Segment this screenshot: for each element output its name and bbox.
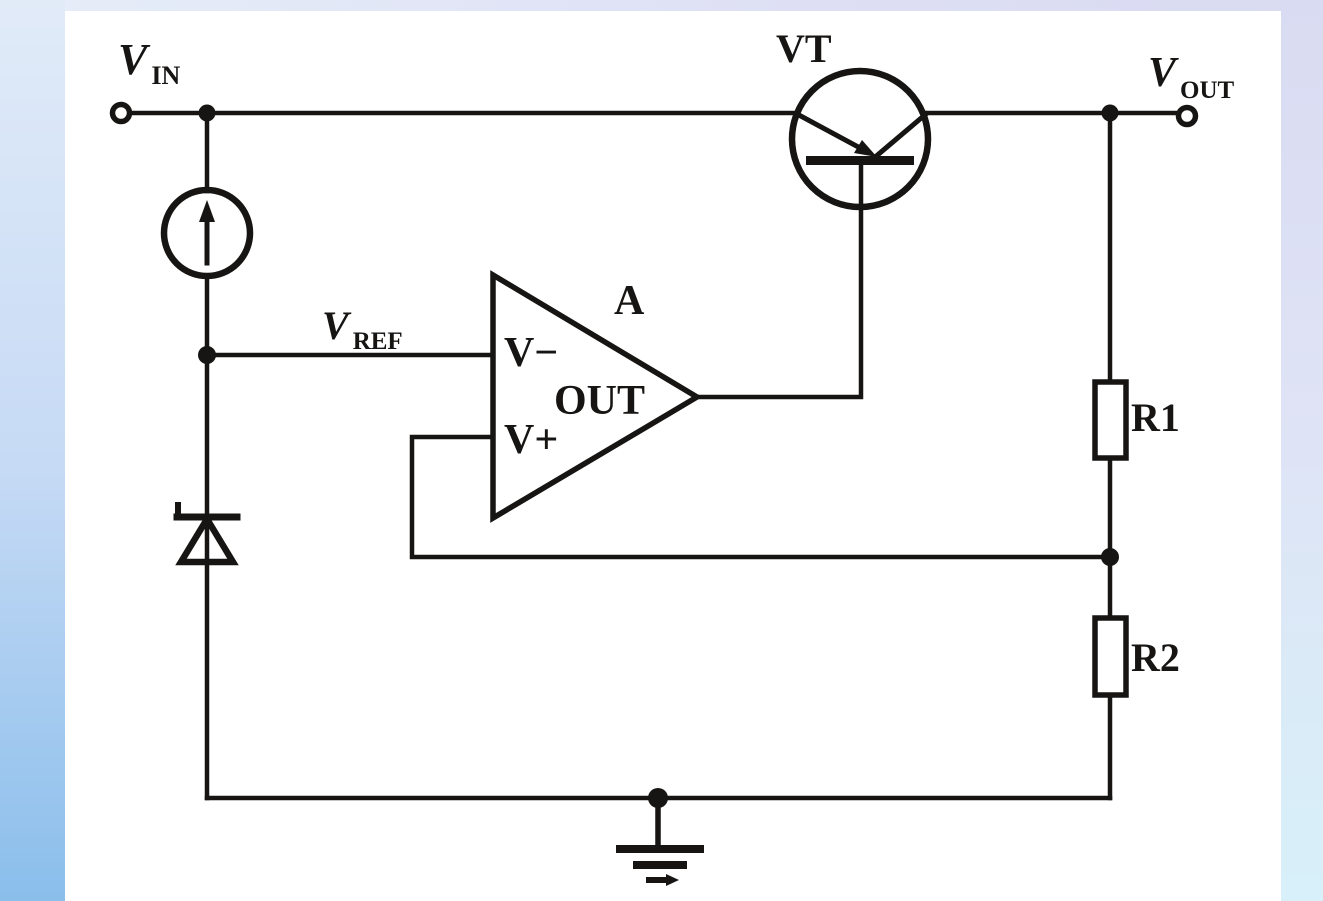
resistor-r1-body	[1092, 379, 1129, 461]
diagram-panel	[65, 11, 1281, 901]
label-opamp-inverting: V−	[504, 330, 558, 376]
current-source	[160, 186, 254, 280]
label-vin: V IN	[118, 35, 180, 90]
label-r2: R2	[1131, 635, 1180, 680]
label-opamp-noninverting: V+	[504, 417, 558, 463]
junction-feedback	[1101, 548, 1119, 566]
junction-ground	[648, 788, 668, 808]
emitter-arrow-icon	[854, 140, 877, 157]
circuit-lines	[109, 67, 1199, 886]
pass-transistor-icon	[788, 67, 932, 211]
current-source-arrow-icon	[199, 200, 215, 222]
wire-opamp-to-base	[694, 161, 864, 400]
wire-feedback	[409, 434, 1113, 560]
label-vt: VT	[776, 26, 832, 71]
background-gradient-left	[0, 0, 65, 901]
junction-vout	[1101, 104, 1119, 122]
background-gradient-right	[1281, 0, 1323, 901]
label-opamp-name: A	[614, 278, 645, 324]
input-terminal	[109, 101, 133, 125]
circuit-labels: V IN VT V OUT V REF A V− OUT V+ R1	[118, 26, 1235, 680]
junction-dots	[198, 104, 1119, 808]
output-terminal	[1175, 104, 1199, 128]
label-r1: R1	[1131, 395, 1180, 440]
label-vref: V REF	[322, 303, 403, 355]
zener-diode-icon	[173, 502, 241, 566]
label-vout: V OUT	[1148, 50, 1235, 104]
junction-vref	[198, 346, 216, 364]
junction-vin	[198, 104, 216, 122]
label-opamp-output: OUT	[554, 378, 645, 424]
resistor-r2-body	[1092, 615, 1129, 698]
transistor-base-bar	[806, 156, 914, 165]
opamp-triangle	[490, 270, 703, 523]
